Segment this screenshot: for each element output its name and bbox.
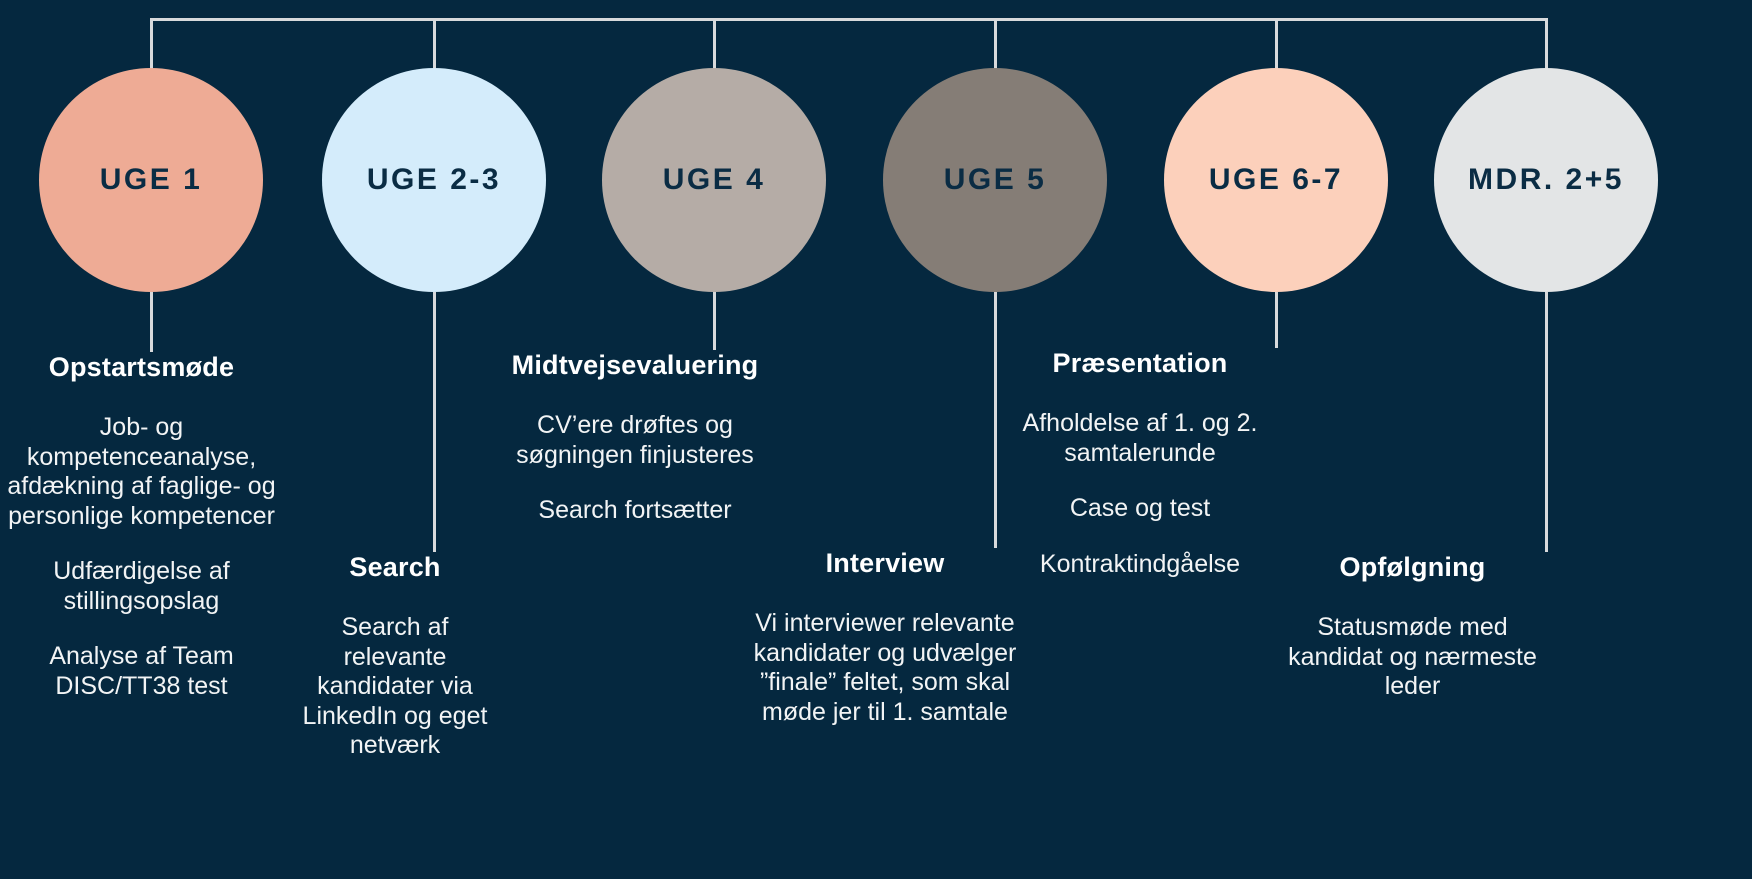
drop-line-uge-1 [150, 292, 153, 352]
step-circle-label: UGE 4 [662, 163, 766, 196]
bracket-top-rail [151, 18, 1546, 21]
spacer [1000, 379, 1280, 409]
spacer [490, 381, 780, 411]
step-heading: Opstartsmøde [48, 352, 235, 382]
step-paragraph: Statusmøde med kandidat og nærmeste lede… [1288, 613, 1537, 700]
drop-line-uge-2-3 [433, 292, 436, 552]
bracket-stub-uge-5 [994, 18, 997, 74]
step-circle-label: UGE 2-3 [366, 163, 502, 196]
step-paragraph: CV’ere drøftes og søgningen finjusteres [516, 411, 754, 469]
step-paragraph: Search af relevante kandidater via Linke… [302, 613, 488, 759]
step-circle-label: UGE 5 [943, 163, 1047, 196]
spacer [0, 616, 288, 642]
step-heading: Midtvejsevaluering [511, 350, 759, 380]
step-heading: Search [349, 552, 441, 582]
spacer [290, 583, 500, 613]
spacer [1270, 583, 1555, 613]
step-paragraph: Kontraktindgåelse [1039, 549, 1241, 578]
step-circle-label: MDR. 2+5 [1468, 163, 1624, 196]
step-circle-mdr-2-5[interactable]: MDR. 2+5 [1434, 68, 1658, 292]
drop-line-uge-6-7 [1275, 292, 1278, 348]
step-heading: Præsentation [1052, 348, 1228, 378]
drop-line-uge-5 [994, 292, 997, 548]
bracket-stub-mdr-2-5 [1545, 18, 1548, 74]
step-circle-label: UGE 6-7 [1208, 163, 1344, 196]
step-heading: Opfølgning [1339, 552, 1486, 582]
step-paragraph: Search fortsætter [538, 496, 732, 524]
step-heading: Interview [825, 548, 945, 578]
step-column-uge-5: Interview Vi interviewer relevante kandid… [735, 548, 1035, 727]
bracket-stub-uge-6-7 [1275, 18, 1278, 74]
spacer [0, 531, 288, 557]
spacer [490, 470, 780, 496]
step-paragraph: Afholdelse af 1. og 2. samtalerunde [1022, 409, 1258, 467]
step-circle-uge-2-3[interactable]: UGE 2-3 [322, 68, 546, 292]
bracket-stub-uge-2-3 [433, 18, 436, 74]
step-paragraph: Analyse af Team DISC/TT38 test [49, 642, 234, 700]
drop-line-uge-4 [713, 292, 716, 350]
step-circle-uge-5[interactable]: UGE 5 [883, 68, 1107, 292]
spacer [0, 383, 288, 413]
drop-line-mdr-2-5 [1545, 292, 1548, 552]
spacer [735, 579, 1035, 609]
step-circle-uge-4[interactable]: UGE 4 [602, 68, 826, 292]
step-circle-uge-1[interactable]: UGE 1 [39, 68, 263, 292]
spacer [1000, 468, 1280, 494]
step-paragraph: Vi interviewer relevante kandidater og u… [753, 609, 1017, 726]
step-circle-label: UGE 1 [99, 163, 203, 196]
step-paragraph: Udfærdigelse af stillingsopslag [53, 557, 230, 615]
bracket-stub-uge-1 [150, 18, 153, 74]
step-paragraph: Job- og kompetenceanalyse, afdækning af … [7, 413, 276, 530]
step-paragraph: Case og test [1069, 494, 1211, 522]
bracket-stub-uge-4 [713, 18, 716, 74]
step-circle-uge-6-7[interactable]: UGE 6-7 [1164, 68, 1388, 292]
spacer [1000, 524, 1280, 550]
